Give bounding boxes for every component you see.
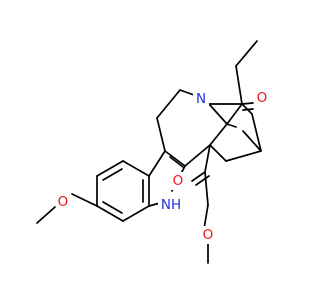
amine-nitrogen-label: N — [196, 91, 206, 107]
ester-carbonyl-oxygen-label: O — [173, 173, 184, 189]
indole-nh-label: NH — [161, 197, 181, 213]
aryl-methoxy — [36, 193, 98, 224]
structure-canvas: N O O NH O O — [36, 40, 270, 264]
atom-nh-indole: NH — [158, 196, 184, 214]
aryl-methoxy-oxygen-label: O — [58, 194, 69, 210]
ester-methoxy-oxygen-label: O — [203, 227, 214, 243]
ketone-bond — [241, 102, 254, 111]
benzene-ring — [96, 160, 150, 222]
atom-o-methoxy-aryl: O — [56, 193, 71, 211]
azepine-ring — [156, 89, 228, 167]
atom-o-ester-carbonyl: O — [170, 172, 185, 190]
ethyl-group — [235, 40, 258, 105]
ketone-oxygen-label: O — [257, 90, 268, 106]
bicyclic-cage — [208, 103, 262, 162]
atom-n-amine: N — [193, 90, 209, 108]
molecule-structure: N O O NH O O — [36, 40, 270, 264]
ester-group — [191, 144, 211, 264]
atom-o-ketone: O — [255, 89, 270, 107]
atom-o-ester-methoxy: O — [201, 226, 216, 244]
